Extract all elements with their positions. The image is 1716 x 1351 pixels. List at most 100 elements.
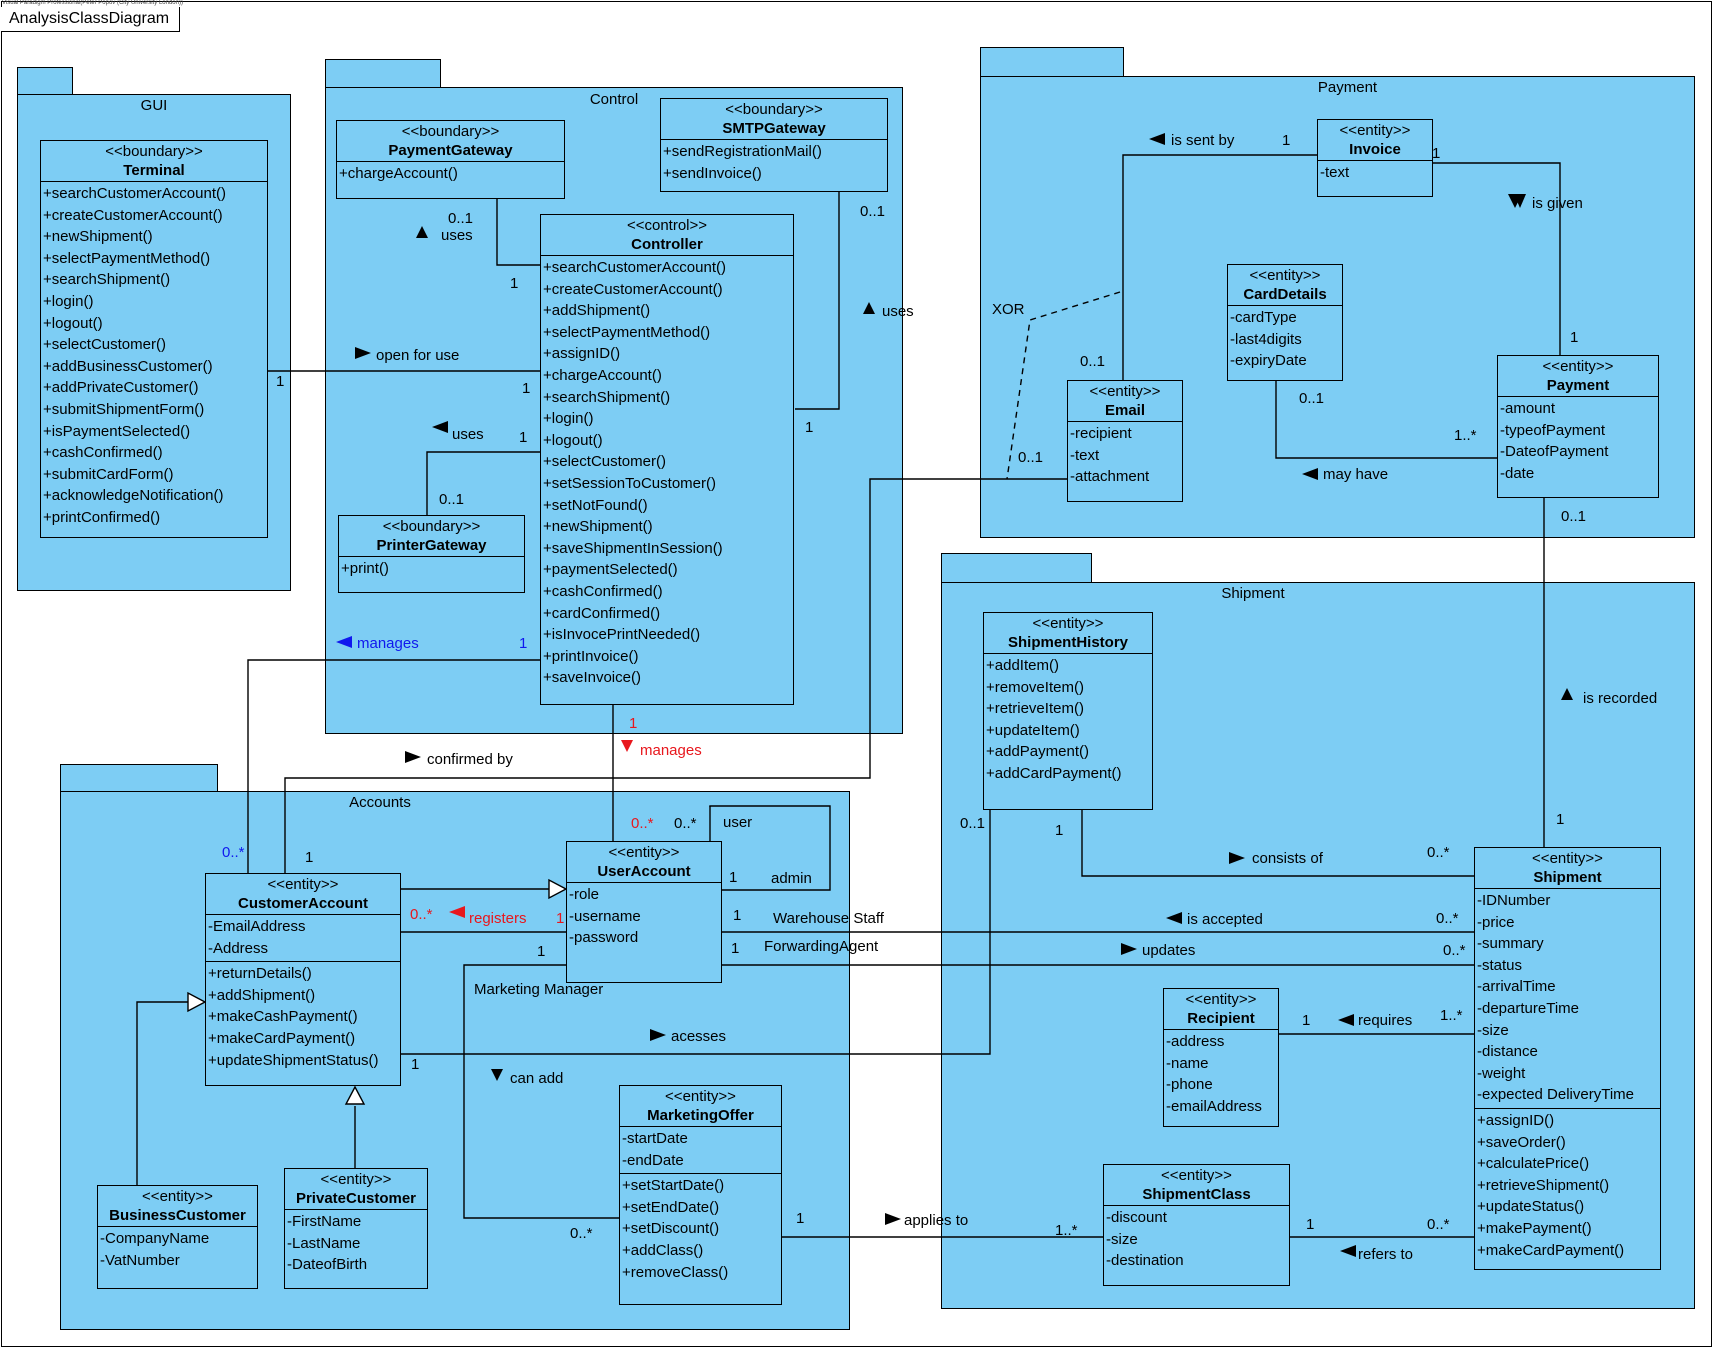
- assoc-manages-user: manages: [640, 742, 702, 759]
- class-recipient[interactable]: <<entity>>Recipient -address -name -phon…: [1163, 988, 1279, 1127]
- class-customer-account[interactable]: <<entity>>CustomerAccount -EmailAddress …: [205, 873, 401, 1086]
- attribute: -EmailAddress: [208, 918, 306, 935]
- class-smtp-gateway[interactable]: <<boundary>>SMTPGateway +sendRegistratio…: [660, 98, 888, 192]
- operation: +addClass(): [622, 1241, 704, 1259]
- attribute: -endDate: [622, 1151, 684, 1169]
- class-name: Invoice: [1349, 141, 1401, 158]
- attribute: -CompanyName: [100, 1230, 210, 1247]
- operation: +paymentSelected(): [543, 561, 678, 579]
- package-payment-tab: [980, 47, 1124, 77]
- attributes: -role -username -password: [567, 883, 721, 951]
- assoc-requires: requires: [1358, 1012, 1413, 1029]
- assoc-xor: XOR: [992, 301, 1025, 318]
- role-admin: admin: [771, 870, 812, 887]
- attribute: -username: [569, 907, 641, 925]
- diagram-title[interactable]: AnalysisClassDiagram: [1, 7, 181, 32]
- class-name: BusinessCustomer: [109, 1207, 246, 1224]
- operation: +addItem(): [986, 657, 1059, 674]
- role-warehouse-staff: Warehouse Staff: [773, 910, 884, 927]
- class-card-details[interactable]: <<entity>>CardDetails -cardType -last4di…: [1227, 264, 1343, 381]
- attribute: -text: [1070, 446, 1100, 464]
- operation: +saveInvoice(): [543, 669, 641, 687]
- class-name: Recipient: [1187, 1010, 1255, 1027]
- package-gui-tab: [17, 67, 73, 95]
- stereotype: <<entity>>: [142, 1188, 213, 1205]
- class-shipment[interactable]: <<entity>>Shipment -IDNumber -price -sum…: [1474, 847, 1661, 1270]
- operations: +addItem() +removeItem() +retrieveItem()…: [984, 654, 1152, 787]
- assoc-open-for-use: open for use: [376, 347, 460, 364]
- attribute: -name: [1166, 1054, 1209, 1072]
- operation: +saveOrder(): [1477, 1133, 1566, 1151]
- stereotype: <<entity>>: [1542, 358, 1614, 375]
- operation: +updateItem(): [986, 721, 1080, 739]
- operation: +login(): [543, 410, 594, 428]
- mult-payment-card: 1..*: [1454, 427, 1477, 444]
- attribute: -emailAddress: [1166, 1097, 1262, 1115]
- mult-user-self-b: 1: [729, 869, 738, 886]
- role-user: user: [723, 814, 753, 831]
- class-private-customer[interactable]: <<entity>>PrivateCustomer -FirstName -La…: [284, 1168, 428, 1289]
- operation: +setEndDate(): [622, 1198, 720, 1216]
- operations: +print(): [339, 557, 524, 582]
- operation: +addCardPayment(): [986, 764, 1122, 782]
- operation: +removeItem(): [986, 678, 1084, 696]
- class-email[interactable]: <<entity>>Email -recipient -text -attach…: [1067, 380, 1183, 502]
- operation: +cashConfirmed(): [43, 444, 163, 462]
- assoc-updates: updates: [1142, 942, 1196, 959]
- operations: +setStartDate() +setEndDate() +setDiscou…: [620, 1174, 781, 1285]
- class-user-account[interactable]: <<entity>>UserAccount -role -username -p…: [566, 841, 722, 983]
- package-control-label: Control: [589, 91, 639, 108]
- class-shipment-class[interactable]: <<entity>>ShipmentClass -discount -size …: [1103, 1164, 1290, 1286]
- class-invoice[interactable]: <<entity>>Invoice -text: [1317, 119, 1433, 197]
- mult-ctrl-terminal: 1: [522, 380, 531, 397]
- stereotype: <<entity>>: [1089, 383, 1161, 400]
- operation: +updateStatus(): [1477, 1198, 1585, 1216]
- mult-ctrl-manages-customer: 1: [519, 635, 528, 652]
- attribute: -distance: [1477, 1043, 1538, 1061]
- attribute: -password: [569, 929, 639, 947]
- mult-ctrl-pg: 1: [510, 275, 519, 292]
- class-shipment-history[interactable]: <<entity>>ShipmentHistory +addItem() +re…: [983, 612, 1153, 810]
- mult-customer-managed: 0..*: [222, 844, 245, 861]
- class-terminal[interactable]: <<boundary>>Terminal +searchCustomerAcco…: [40, 140, 268, 538]
- mult-user-managed: 0..*: [631, 815, 654, 832]
- mult-user-shipment-a: 1: [733, 907, 742, 924]
- operation: +updateShipmentStatus(): [208, 1051, 379, 1069]
- operation: +selectCustomer(): [43, 336, 166, 354]
- operation: +makeCashPayment(): [208, 1008, 358, 1026]
- class-marketing-offer[interactable]: <<entity>>MarketingOffer -startDate -end…: [619, 1085, 782, 1305]
- class-business-customer[interactable]: <<entity>>BusinessCustomer -CompanyName …: [97, 1185, 258, 1289]
- class-name: ShipmentClass: [1142, 1186, 1251, 1203]
- mult-shipment-history: 0..*: [1427, 844, 1450, 861]
- attribute: -address: [1166, 1033, 1225, 1050]
- class-printer-gateway[interactable]: <<boundary>>PrinterGateway +print(): [338, 515, 525, 593]
- class-name: Payment: [1546, 377, 1610, 394]
- operation: +chargeAccount(): [339, 165, 458, 182]
- stereotype: <<boundary>>: [382, 518, 481, 535]
- operation: +assignID(): [1477, 1111, 1555, 1129]
- stereotype: <<entity>>: [267, 876, 339, 893]
- operation: +assignID(): [543, 345, 621, 363]
- class-payment[interactable]: <<entity>>Payment -amount -typeofPayment…: [1497, 355, 1659, 498]
- attribute: -Address: [208, 939, 269, 957]
- mult-customer-registers: 0..*: [410, 906, 433, 923]
- class-name: UserAccount: [597, 863, 691, 880]
- operation: +addBusinessCustomer(): [43, 357, 213, 375]
- mult-smtp-ctrl: 0..1: [860, 203, 886, 220]
- operation: +printInvoice(): [543, 647, 639, 665]
- assoc-refers-to: refers to: [1358, 1246, 1414, 1263]
- class-name: MarketingOffer: [647, 1107, 754, 1124]
- assoc-is-given: is given: [1532, 195, 1583, 212]
- operation: +newShipment(): [43, 228, 153, 246]
- class-payment-gateway[interactable]: <<boundary>>PaymentGateway +chargeAccoun…: [336, 120, 565, 199]
- attribute: -size: [1477, 1021, 1509, 1039]
- stereotype: <<boundary>>: [105, 143, 203, 160]
- assoc-uses-printer: uses: [452, 426, 484, 443]
- class-controller[interactable]: <<control>>Controller +searchCustomerAcc…: [540, 214, 794, 705]
- operation: +sendRegistrationMail(): [663, 143, 822, 160]
- class-name: ShipmentHistory: [1007, 634, 1128, 651]
- attributes: -discount -size -destination: [1104, 1206, 1289, 1274]
- operation: +makeCardPayment(): [208, 1029, 356, 1047]
